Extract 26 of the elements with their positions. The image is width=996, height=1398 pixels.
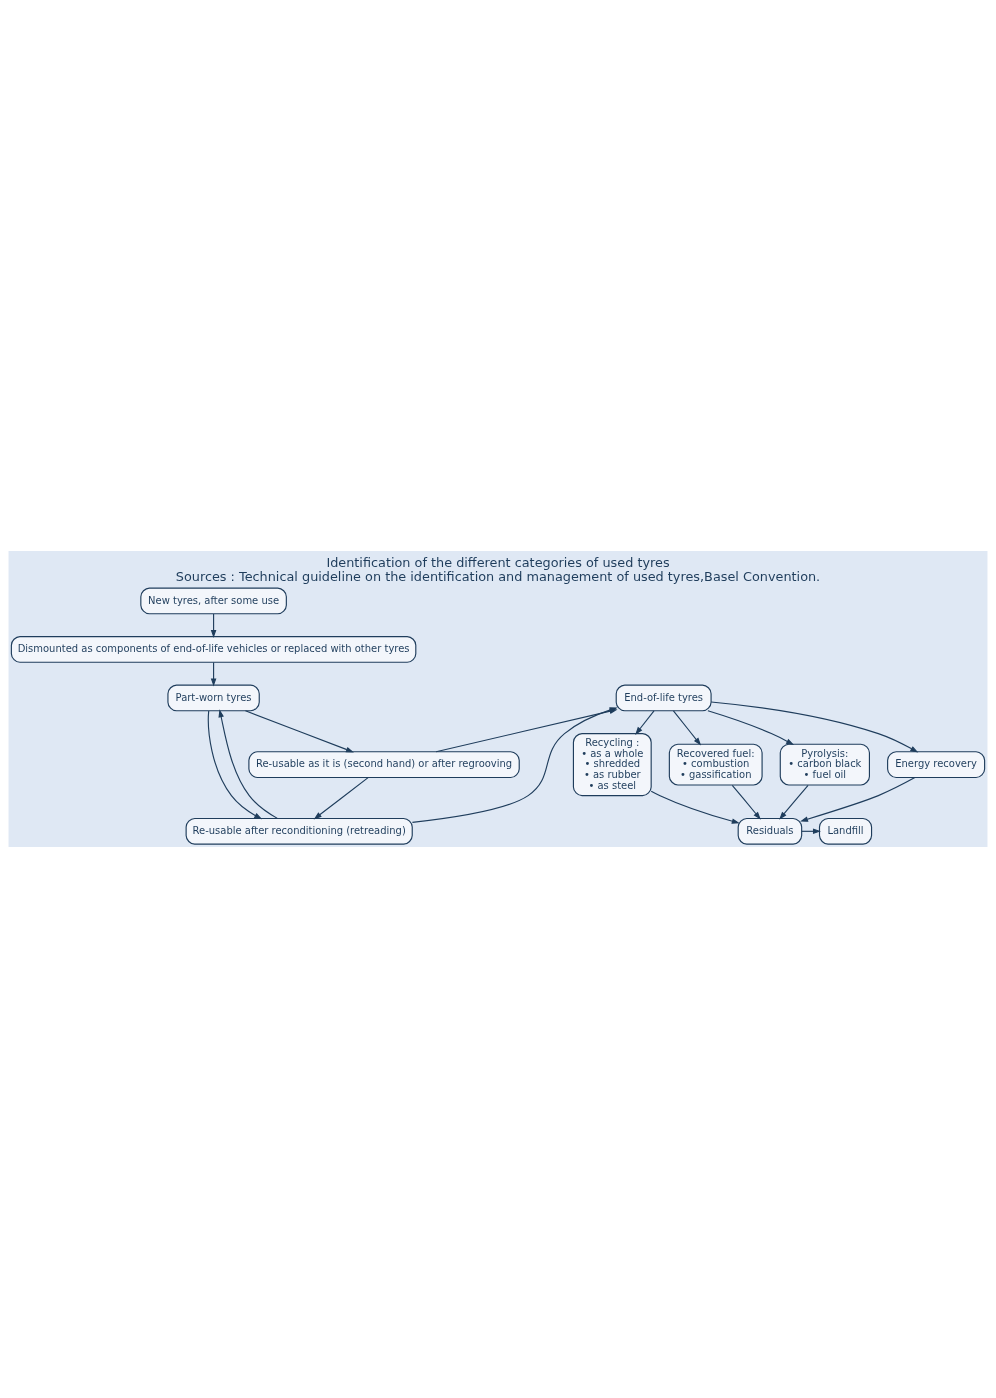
arrow: [707, 710, 795, 746]
diagram-title: Identification of the different categories of used tyres: [326, 554, 670, 570]
arrow: [650, 790, 740, 824]
caption: Sources : Technical guideline on the identification and management of used tyres,Basel Convention.: [175, 569, 821, 585]
arrow: [710, 701, 919, 753]
node-box: End-of-life tyres: [615, 684, 712, 712]
node-box: Residuals: [737, 817, 803, 845]
node-box: Re-usable after reconditioning (retreading): [185, 817, 413, 845]
node-box: Landfill: [818, 817, 873, 845]
arrow: [218, 709, 278, 819]
arrow: [313, 777, 369, 820]
arrow: [800, 777, 916, 822]
arrow: [731, 784, 761, 820]
node-box: Energy recovery: [887, 751, 986, 779]
node-box: Recycling : • as a whole • shredded • as rubber • as steel: [572, 733, 652, 797]
arrow: [207, 710, 263, 820]
arrow: [635, 710, 655, 735]
node-box: New tyres, after some use: [140, 587, 287, 615]
node-box: Dismounted as components of end-of-life vehicles or replaced with other tyres: [10, 636, 417, 663]
arrow: [244, 710, 354, 753]
node-box: Part-worn tyres: [167, 684, 260, 712]
arrow: [672, 710, 702, 746]
node-box: Pyrolysis: • carbon black • fuel oil: [779, 743, 870, 786]
arrow: [779, 784, 809, 820]
node-box: Re-usable as it is (second hand) or after regrooving: [248, 751, 520, 779]
node-box: Recovered fuel: • combustion • gassification: [668, 743, 763, 786]
